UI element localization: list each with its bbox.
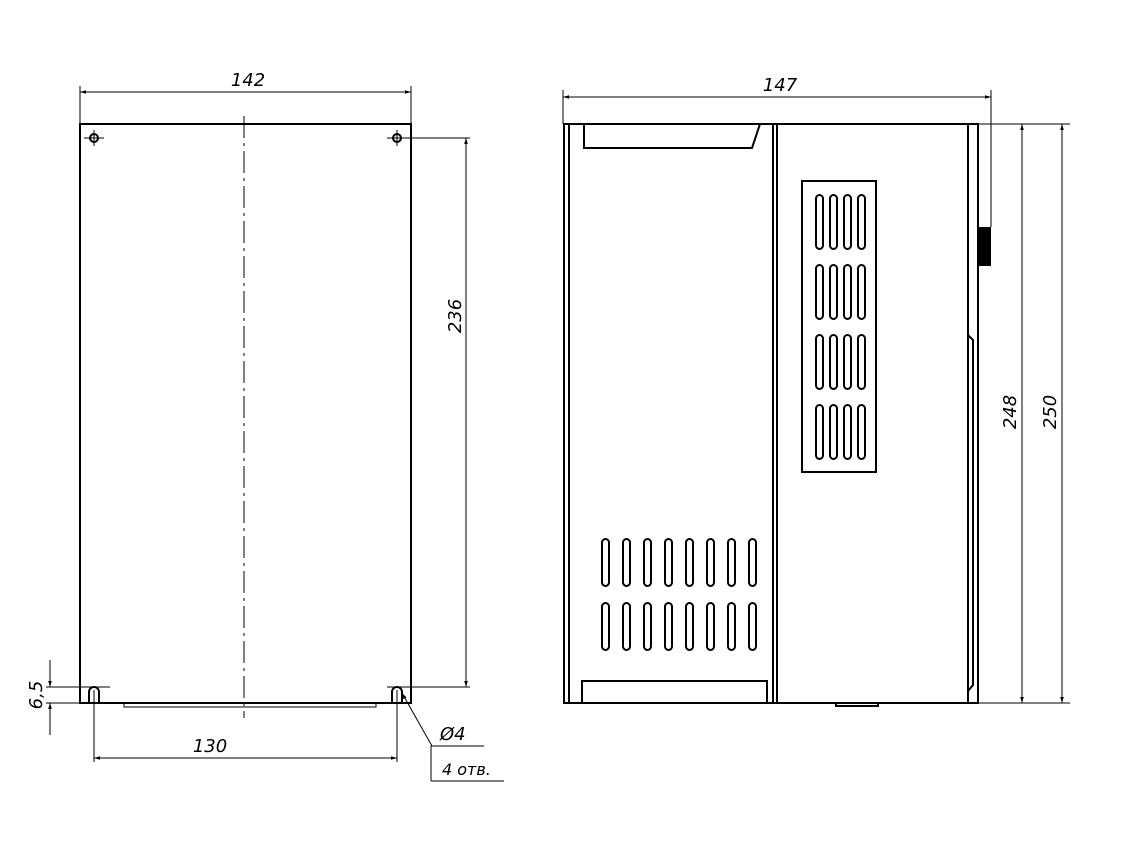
dimension-height-250: 250 bbox=[1040, 395, 1061, 429]
dimension-bottom-offset-6-5: 6,5 bbox=[26, 681, 47, 710]
upper-vent-panel bbox=[801, 180, 877, 473]
side-outline bbox=[563, 123, 979, 704]
vent-slot bbox=[843, 334, 852, 390]
vent-slot bbox=[643, 602, 652, 651]
vent-slot bbox=[829, 334, 838, 390]
vent-slot bbox=[601, 538, 610, 587]
hole-diameter-label: Ø4 bbox=[439, 724, 466, 745]
vent-slot bbox=[706, 538, 715, 587]
vent-slot bbox=[857, 404, 866, 460]
vent-slot bbox=[857, 264, 866, 320]
vent-slot bbox=[706, 602, 715, 651]
dimension-width-142: 142 bbox=[231, 70, 265, 91]
vent-slot bbox=[685, 538, 694, 587]
vent-slot bbox=[643, 538, 652, 587]
dimension-height-248: 248 bbox=[1000, 395, 1021, 429]
side-view: 147 248 250 bbox=[562, 75, 1070, 707]
vent-slot bbox=[622, 538, 631, 587]
hole-count-label: 4 отв. bbox=[442, 760, 491, 779]
front-panel-outline bbox=[79, 123, 412, 704]
bottom-plate bbox=[123, 702, 377, 708]
vent-slot bbox=[664, 538, 673, 587]
dimension-depth-147: 147 bbox=[763, 75, 798, 96]
vent-slot bbox=[748, 602, 757, 651]
vent-slot bbox=[829, 194, 838, 250]
bottom-rail bbox=[581, 680, 768, 703]
vent-slot bbox=[829, 404, 838, 460]
dimension-hole-vertical-236: 236 bbox=[445, 299, 466, 333]
vent-slot bbox=[815, 334, 824, 390]
vent-slot bbox=[829, 264, 838, 320]
vent-slot bbox=[857, 194, 866, 250]
vent-slot bbox=[843, 194, 852, 250]
vent-slot bbox=[727, 602, 736, 651]
vent-slot bbox=[748, 538, 757, 587]
vent-slot bbox=[843, 404, 852, 460]
vent-slot bbox=[843, 264, 852, 320]
vent-slot bbox=[815, 264, 824, 320]
vent-slot bbox=[815, 194, 824, 250]
control-knob bbox=[978, 227, 991, 266]
vent-slot bbox=[685, 602, 694, 651]
dimension-hole-spacing-130: 130 bbox=[193, 736, 227, 757]
vent-slot bbox=[727, 538, 736, 587]
vent-slot bbox=[601, 602, 610, 651]
top-rail bbox=[583, 123, 761, 149]
vent-slot bbox=[622, 602, 631, 651]
vent-slot bbox=[857, 334, 866, 390]
vent-slot bbox=[815, 404, 824, 460]
front-view: 142 236 6,5 130 Ø4 4 отв. bbox=[26, 70, 504, 782]
vent-slot bbox=[664, 602, 673, 651]
